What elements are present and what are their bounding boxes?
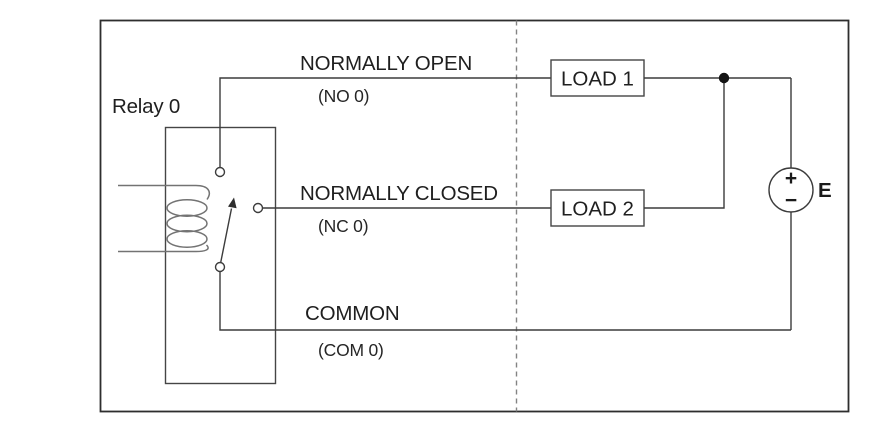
coil-bottom-lead	[118, 244, 209, 253]
switch-armature-icon	[220, 197, 237, 263]
nc-pin-label: (NC 0)	[318, 216, 368, 236]
armature-line	[220, 208, 233, 263]
common-contact-terminal	[214, 261, 226, 273]
load1-box	[550, 59, 645, 97]
relay-title-label: Relay 0	[112, 95, 180, 118]
com-pin-label: (COM 0)	[318, 340, 384, 360]
no-pin-label: (NO 0)	[318, 86, 369, 106]
source-label: E	[818, 179, 832, 202]
common-wire	[219, 271, 791, 331]
coil-turn	[166, 230, 208, 248]
normally-closed-label: NORMALLY CLOSED	[300, 182, 498, 205]
source-plus-sign: +	[785, 167, 797, 190]
coil-turn	[166, 214, 208, 233]
coil-turn	[166, 199, 208, 217]
diagram-frame	[99, 19, 850, 413]
load2-box	[550, 189, 645, 227]
voltage-source-icon: + −	[768, 78, 814, 330]
coil-top-lead	[118, 184, 211, 200]
junction-dot	[718, 72, 730, 84]
load1-label: LOAD 1	[561, 68, 634, 91]
relay-coil-icon	[118, 184, 211, 253]
source-minus-sign: −	[785, 189, 797, 212]
no-wire	[219, 77, 551, 167]
no-contact-terminal	[214, 166, 226, 178]
common-label: COMMON	[305, 302, 399, 325]
nc-contact-terminal	[252, 202, 264, 214]
load2-output-wire	[644, 78, 725, 209]
normally-open-label: NORMALLY OPEN	[300, 52, 472, 75]
source-circle	[768, 167, 814, 213]
armature-arrowhead	[228, 197, 237, 209]
load2-label: LOAD 2	[561, 198, 634, 221]
